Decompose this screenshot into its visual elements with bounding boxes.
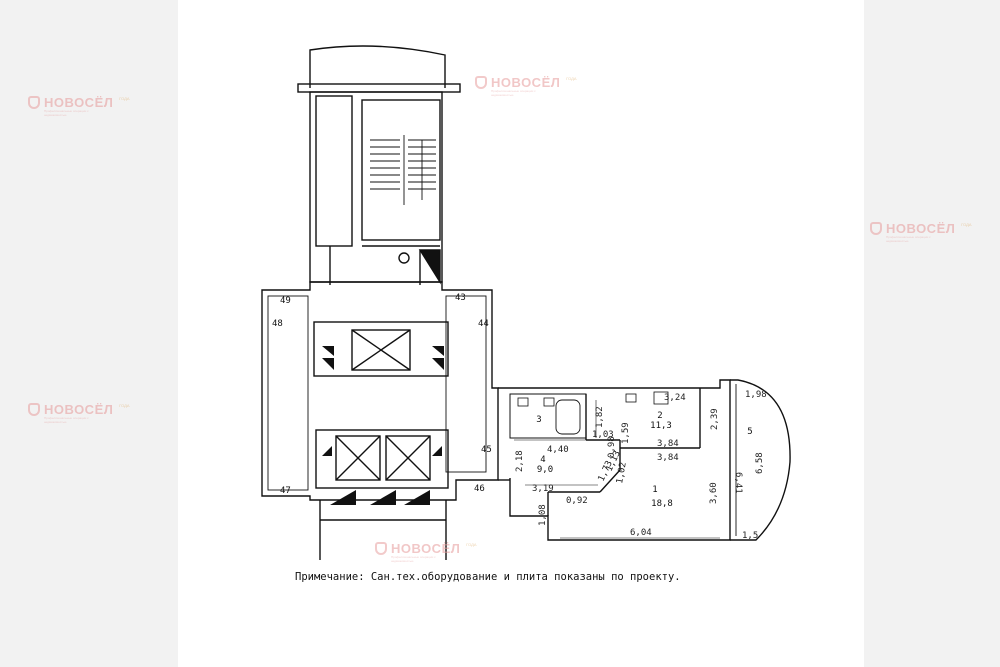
mark-43: 43 — [455, 293, 466, 303]
dim-3-24: 3,24 — [664, 393, 686, 403]
logo-house-icon — [870, 222, 882, 235]
stair-steps — [370, 135, 436, 205]
dim-3-84-a: 3,84 — [657, 439, 679, 449]
room-4-area: 9,0 — [537, 465, 553, 475]
storage-fills — [322, 346, 444, 505]
watermark-badge: ГОДА — [119, 403, 130, 408]
mark-47: 47 — [280, 486, 291, 496]
logo-house-icon — [28, 403, 40, 416]
elevator-car-3 — [385, 435, 431, 481]
elevator-car-2 — [335, 435, 381, 481]
watermark-brand: НОВОСЁЛ — [391, 541, 461, 556]
watermark-sub: Профессиональные операции с недвижимость… — [44, 109, 89, 117]
mark-49: 49 — [280, 296, 291, 306]
watermark-brand: НОВОСЁЛ — [491, 75, 561, 90]
logo-house-icon — [28, 96, 40, 109]
dim-1-03: 1,03 — [592, 430, 614, 440]
dim-1-02: 1,02 — [615, 461, 629, 484]
room-4-number: 4 — [540, 455, 545, 465]
dim-1-59: 1,59 — [621, 422, 631, 444]
dim-3-60: 3,60 — [709, 482, 719, 504]
dim-1-98: 1,98 — [745, 390, 767, 400]
watermark-sub: Профессиональные операции с недвижимость… — [44, 416, 89, 424]
watermark-badge: ГОДА — [961, 222, 972, 227]
dim-1-08: 1,08 — [538, 504, 548, 526]
tower-balcony — [309, 45, 446, 88]
watermark-badge: ГОДА — [119, 96, 130, 101]
watermark-badge: ГОДА — [566, 76, 577, 81]
bathtub — [555, 399, 581, 435]
watermark-badge: ГОДА — [466, 542, 477, 547]
logo-house-icon — [475, 76, 487, 89]
dim-6-58: 6,58 — [755, 452, 765, 474]
balcony-outline — [730, 379, 791, 541]
stair-well — [361, 99, 441, 241]
tower-shaft — [315, 95, 353, 247]
room-3-number: 3 — [536, 415, 541, 425]
watermark-sub: Профессиональные операции с недвижимость… — [491, 89, 536, 97]
plan-sheet: 49 48 47 43 44 45 46 1 18,8 2 11,3 3 4 9… — [178, 0, 864, 667]
room-5-number: 5 — [747, 427, 752, 437]
bathroom — [509, 393, 587, 439]
elevator-block-top — [313, 321, 449, 377]
drain-circle — [398, 252, 410, 264]
watermark-brand: НОВОСЁЛ — [886, 221, 956, 236]
dim-2-39: 2,39 — [710, 408, 720, 430]
dim-1-5: 1,5 — [742, 531, 758, 541]
mark-46: 46 — [474, 484, 485, 494]
mark-48: 48 — [272, 319, 283, 329]
dim-6-04: 6,04 — [630, 528, 652, 538]
dim-1-82: 1,82 — [595, 406, 605, 428]
dim-0-92: 0,92 — [566, 496, 588, 506]
watermark-brand: НОВОСЁЛ — [44, 95, 114, 110]
room-2-area: 11,3 — [650, 421, 672, 431]
watermark-sub: Профессиональные операции с недвижимость… — [886, 235, 931, 243]
plan-note: Примечание: Сан.тех.оборудование и плита… — [295, 571, 681, 583]
dim-0-98: 0,98 — [607, 436, 617, 458]
dim-2-18: 2,18 — [515, 450, 525, 472]
logo-house-icon — [375, 542, 387, 555]
room-2-number: 2 — [657, 411, 662, 421]
floor-plan: 49 48 47 43 44 45 46 1 18,8 2 11,3 3 4 9… — [261, 45, 791, 560]
dim-4-40: 4,40 — [547, 445, 569, 455]
dim-6-41: 6,41 — [733, 472, 743, 494]
tower-top-slab — [297, 83, 461, 93]
dim-3-84-b: 3,84 — [657, 453, 679, 463]
mark-45: 45 — [481, 445, 492, 455]
elevator-block-bottom — [315, 429, 449, 489]
watermark-sub: Профессиональные операции с недвижимость… — [391, 555, 436, 563]
elevator-car-1 — [351, 329, 411, 371]
mark-44: 44 — [478, 319, 489, 329]
room-1-area: 18,8 — [651, 499, 673, 509]
room-1-number: 1 — [652, 485, 657, 495]
dim-3-19: 3,19 — [532, 484, 554, 494]
watermark-brand: НОВОСЁЛ — [44, 402, 114, 417]
